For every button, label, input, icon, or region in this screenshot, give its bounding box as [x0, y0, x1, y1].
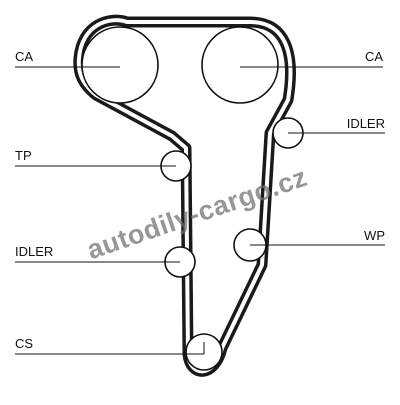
label-idler-top: IDLER: [347, 116, 385, 131]
label-tp: TP: [15, 148, 32, 163]
label-ca-left: CA: [15, 49, 33, 64]
label-wp: WP: [364, 228, 385, 243]
labels: CA CA IDLER TP IDLER WP CS: [15, 49, 385, 351]
watermark-text: autodily-cargo.cz: [83, 162, 311, 265]
leader-lines: [15, 66, 385, 355]
camshaft-pulley-left: [81, 26, 159, 104]
label-ca-right: CA: [365, 49, 383, 64]
label-idler-bottom: IDLER: [15, 244, 53, 259]
camshaft-pulley-right: [201, 26, 279, 104]
label-cs: CS: [15, 336, 33, 351]
